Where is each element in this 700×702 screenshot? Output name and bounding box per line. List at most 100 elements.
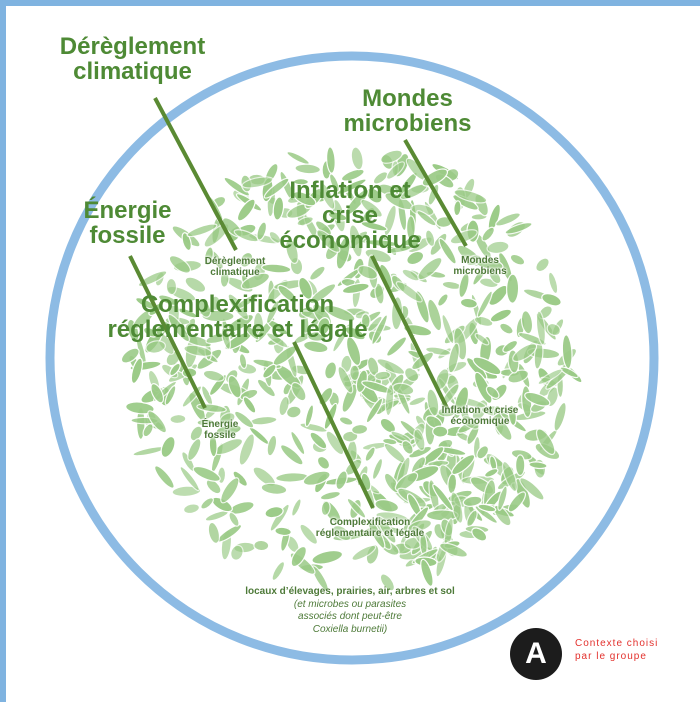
badge-caption-line-1: Contexte choisi: [575, 638, 659, 649]
microbe-shape: [264, 506, 284, 519]
microbe-shape: [438, 237, 457, 265]
microbe-shape: [299, 523, 318, 545]
microbe-shape: [324, 361, 338, 380]
microbe-shape: [488, 269, 502, 285]
microbe-shape: [234, 410, 255, 429]
microbe-shape: [203, 246, 214, 266]
microbe-shape: [417, 256, 443, 281]
label-inflation-large: Inflation et crise économique: [279, 177, 421, 255]
microbe-shape: [476, 290, 493, 318]
microbe-shape: [546, 322, 561, 337]
microbe-shape: [286, 151, 310, 165]
microbe-shape: [371, 314, 388, 346]
label-microbial-large: Mondes microbiens: [343, 85, 472, 138]
microbe-shape: [360, 313, 371, 329]
microbe-shape: [386, 244, 412, 254]
microbe-shape: [365, 397, 384, 424]
badge-a: A: [510, 628, 562, 680]
microbe-shape: [535, 257, 550, 273]
microbe-shape: [447, 342, 460, 374]
microbe-shape: [380, 149, 403, 164]
microbe-shape: [309, 283, 337, 305]
microbe-shape: [292, 190, 317, 207]
microbe-shape: [187, 438, 202, 461]
pointer-microbial: [403, 139, 468, 247]
microbe-shape: [183, 503, 200, 515]
microbe-shape: [137, 270, 168, 288]
microbe-shape: [263, 177, 290, 199]
microbe-shape: [505, 273, 520, 304]
microbe-shape: [499, 322, 514, 335]
microbe-shape: [524, 391, 551, 407]
microbe-shape: [349, 364, 361, 382]
microbe-shape: [291, 498, 302, 517]
microbe-shape: [485, 385, 500, 399]
microbe-shape: [260, 482, 288, 495]
microbe-shape: [160, 435, 176, 458]
microbe-shape: [125, 401, 155, 415]
microbe-shape: [338, 416, 354, 426]
frame-top-border: [0, 0, 700, 6]
microbe-shape: [535, 310, 546, 346]
microbe-shape: [165, 277, 178, 296]
label-fossil-large: Énergie fossile: [83, 197, 172, 250]
microbe-shape: [249, 415, 278, 426]
microbe-shape: [512, 343, 538, 363]
microbe-shape: [316, 455, 331, 470]
microbe-shape: [304, 404, 315, 428]
microbe-shape: [408, 396, 427, 407]
microbe-shape: [424, 229, 436, 247]
pointer-complex: [292, 341, 375, 509]
microbe-shape: [459, 297, 478, 309]
microbe-shape: [319, 182, 336, 210]
microbe-shape: [374, 370, 392, 381]
microbe-shape: [432, 483, 454, 512]
microbe-shape: [504, 222, 533, 235]
microbe-shape: [360, 198, 383, 218]
microbe-shape: [298, 276, 313, 300]
microbe-shape: [395, 281, 423, 303]
microbe-shape: [266, 332, 289, 349]
microbe-shape: [145, 340, 166, 354]
microbe-shape: [316, 229, 341, 253]
microbe-shape: [454, 386, 470, 416]
badge-caption-line-2: par le groupe: [575, 651, 647, 662]
label-fossil-small: Énergie fossile: [201, 419, 239, 441]
microbe-shape: [517, 332, 547, 346]
microbe-shape: [265, 300, 280, 325]
microbe-shape: [541, 293, 562, 307]
microbe-shape: [227, 374, 242, 399]
outer-circle: [45, 51, 659, 665]
microbe-shape: [219, 270, 230, 288]
microbe-shape: [192, 465, 221, 482]
microbe-shape: [311, 549, 344, 565]
microbe-shape: [367, 518, 386, 549]
microbe-shape: [205, 478, 222, 495]
caption-line-3: associés dont peut-être: [298, 611, 402, 622]
microbe-shape: [350, 146, 364, 171]
badge-caption: Contexte choisi par le groupe: [575, 637, 658, 663]
microbe-shape: [220, 477, 240, 504]
microbe-shape: [432, 425, 449, 438]
microbe-cluster: [120, 146, 583, 592]
microbe-shape: [405, 215, 416, 241]
microbe-shape: [150, 383, 165, 404]
microbe-shape: [340, 168, 365, 182]
caption-line-1: locaux d’élevages, prairies, air, arbres…: [245, 586, 455, 597]
microbe-shape: [142, 423, 154, 438]
microbe-shape: [364, 446, 376, 462]
microbe-shape: [309, 431, 328, 450]
microbe-shape: [290, 430, 306, 456]
microbe-shape: [336, 178, 367, 195]
label-inflation-small: Inflation et crise économique: [441, 405, 519, 427]
microbe-shape: [477, 503, 497, 513]
microbe-shape: [394, 471, 419, 492]
microbe-shape: [453, 200, 462, 217]
microbe-shape: [348, 224, 363, 258]
microbe-shape: [379, 573, 395, 592]
microbe-shape: [547, 271, 559, 295]
microbe-shape: [266, 434, 278, 457]
microbe-shape: [474, 371, 493, 404]
microbe-shape: [262, 363, 277, 379]
microbe-shape: [202, 369, 225, 382]
